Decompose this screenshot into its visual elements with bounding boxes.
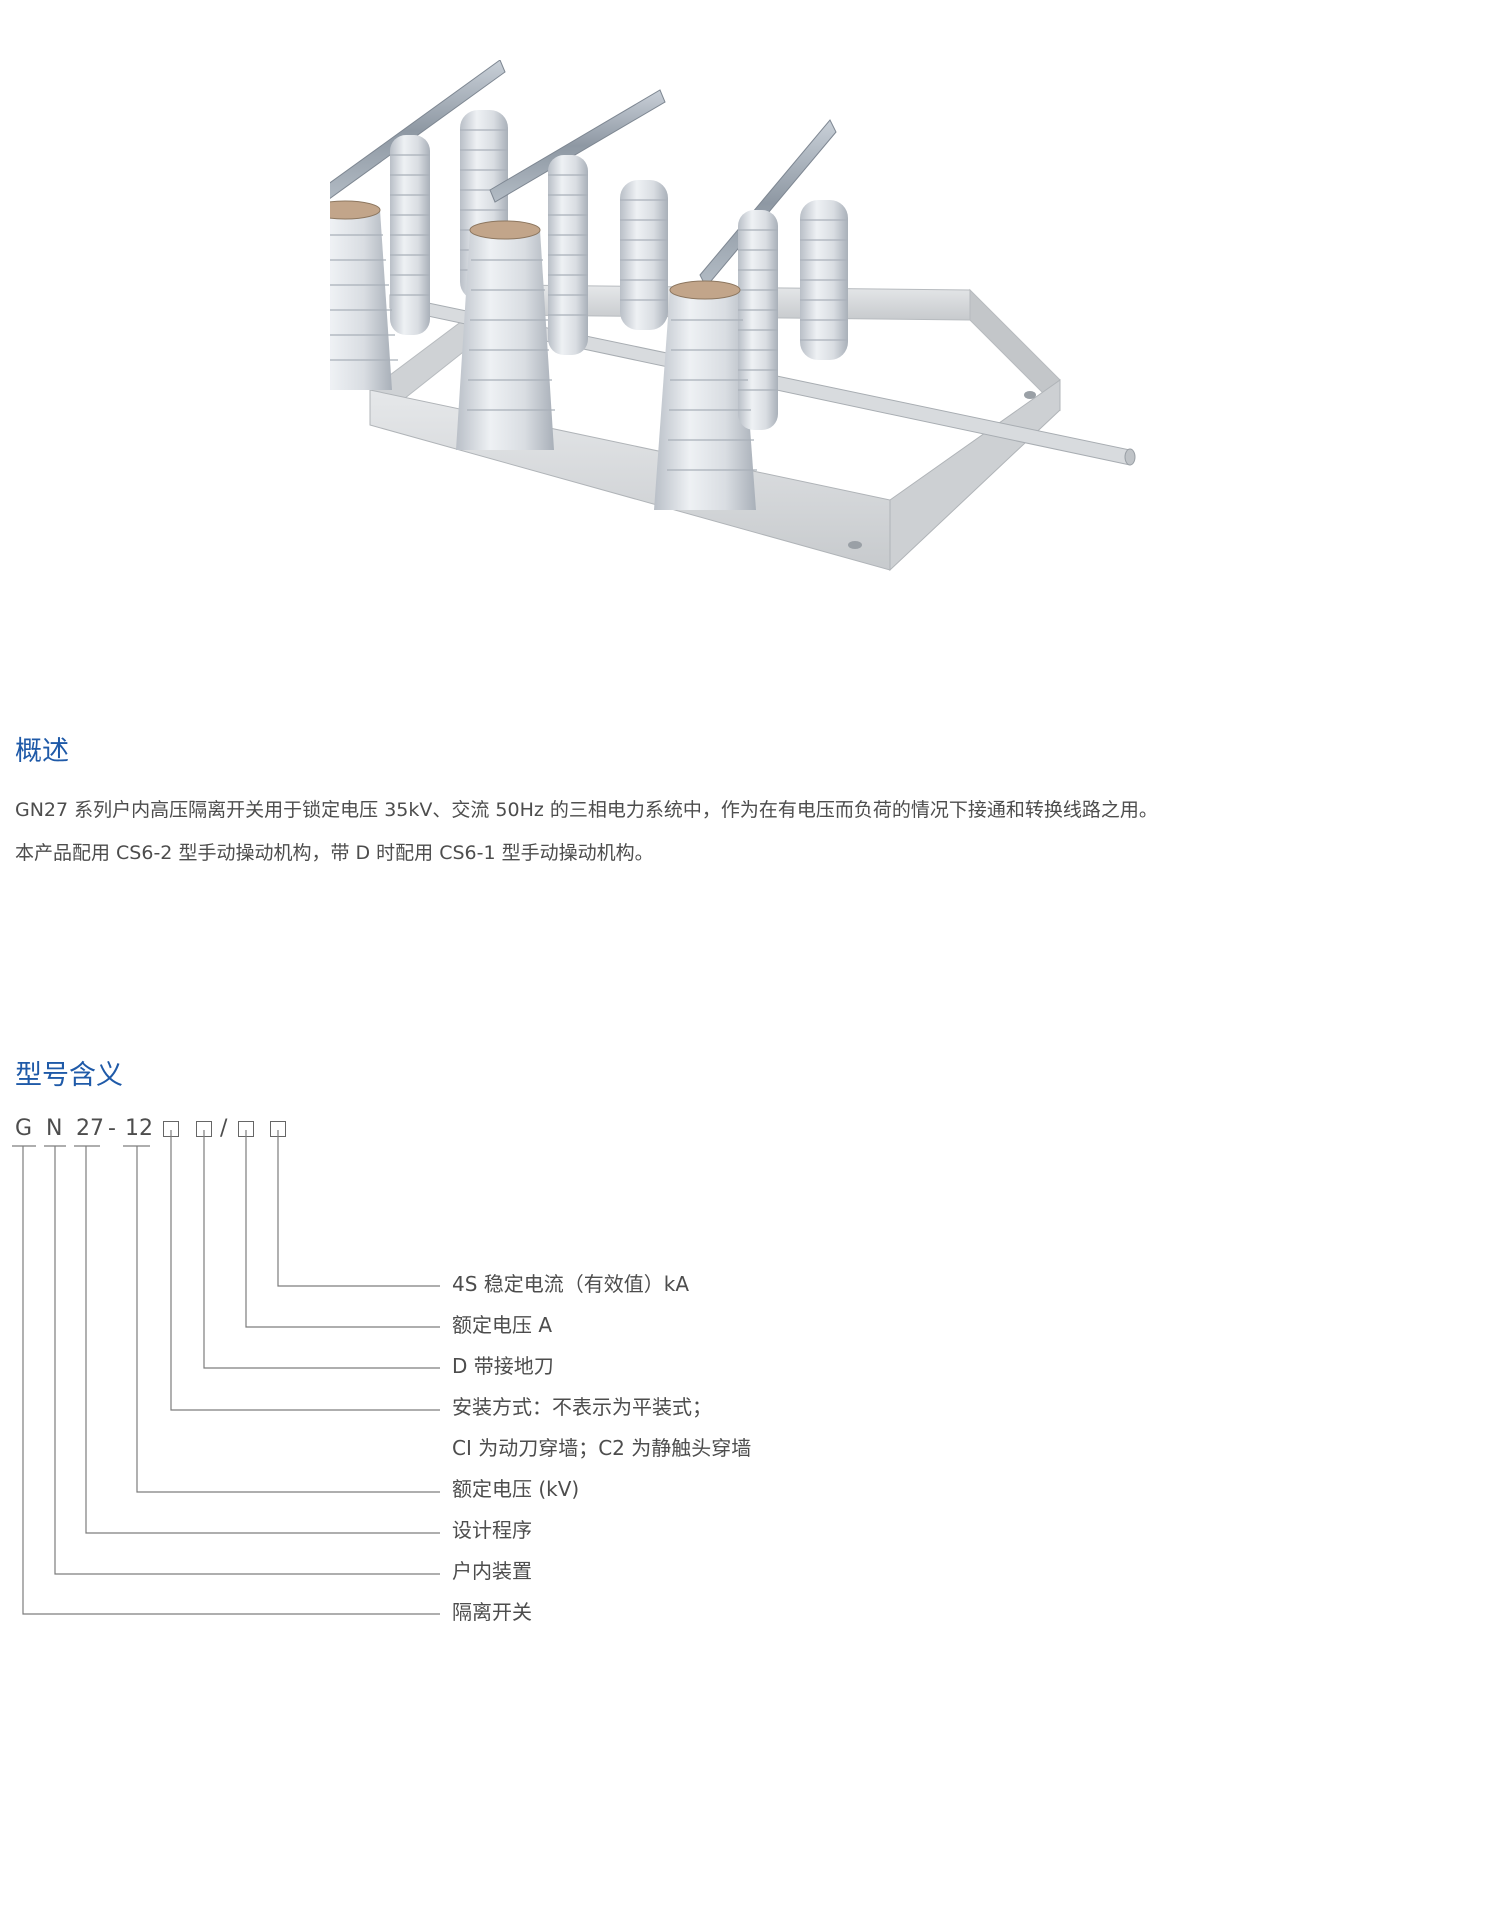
product-image: [330, 60, 1136, 572]
code-letter-n: N: [46, 1116, 63, 1141]
code-design-number: 27: [76, 1116, 104, 1141]
code-slash: /: [220, 1116, 228, 1141]
code-voltage: 12: [125, 1116, 153, 1141]
code-box-1: [163, 1121, 179, 1137]
model-title: 型号含义: [15, 1060, 123, 1091]
legend-rated-voltage: 额定电压 (kV): [452, 1477, 580, 1501]
legend-rated-current: 额定电压 A: [452, 1313, 553, 1337]
legend-wall-mount: CI 为动刀穿墙；C2 为静触头穿墙: [452, 1436, 752, 1460]
legend-grounding-knife: D 带接地刀: [452, 1354, 554, 1378]
code-box-3: [238, 1121, 254, 1137]
overview-title: 概述: [15, 736, 69, 767]
legend-stable-current: 4S 稳定电流（有效值）kA: [452, 1272, 690, 1296]
code-letter-g: G: [15, 1116, 33, 1141]
overview-paragraph-2: 本产品配用 CS6-2 型手动操动机构，带 D 时配用 CS6-1 型手动操动机…: [15, 842, 654, 864]
code-dash: -: [108, 1116, 116, 1141]
legend-indoor-device: 户内装置: [452, 1559, 532, 1583]
code-box-4: [270, 1121, 286, 1137]
legend-install-method: 安装方式：不表示为平装式；: [452, 1395, 712, 1419]
legend-design-sequence: 设计程序: [452, 1518, 532, 1542]
legend-disconnector: 隔离开关: [452, 1600, 532, 1624]
code-box-2: [196, 1121, 212, 1137]
overview-paragraph-1: GN27 系列户内高压隔离开关用于锁定电压 35kV、交流 50Hz 的三相电力…: [15, 799, 1158, 821]
